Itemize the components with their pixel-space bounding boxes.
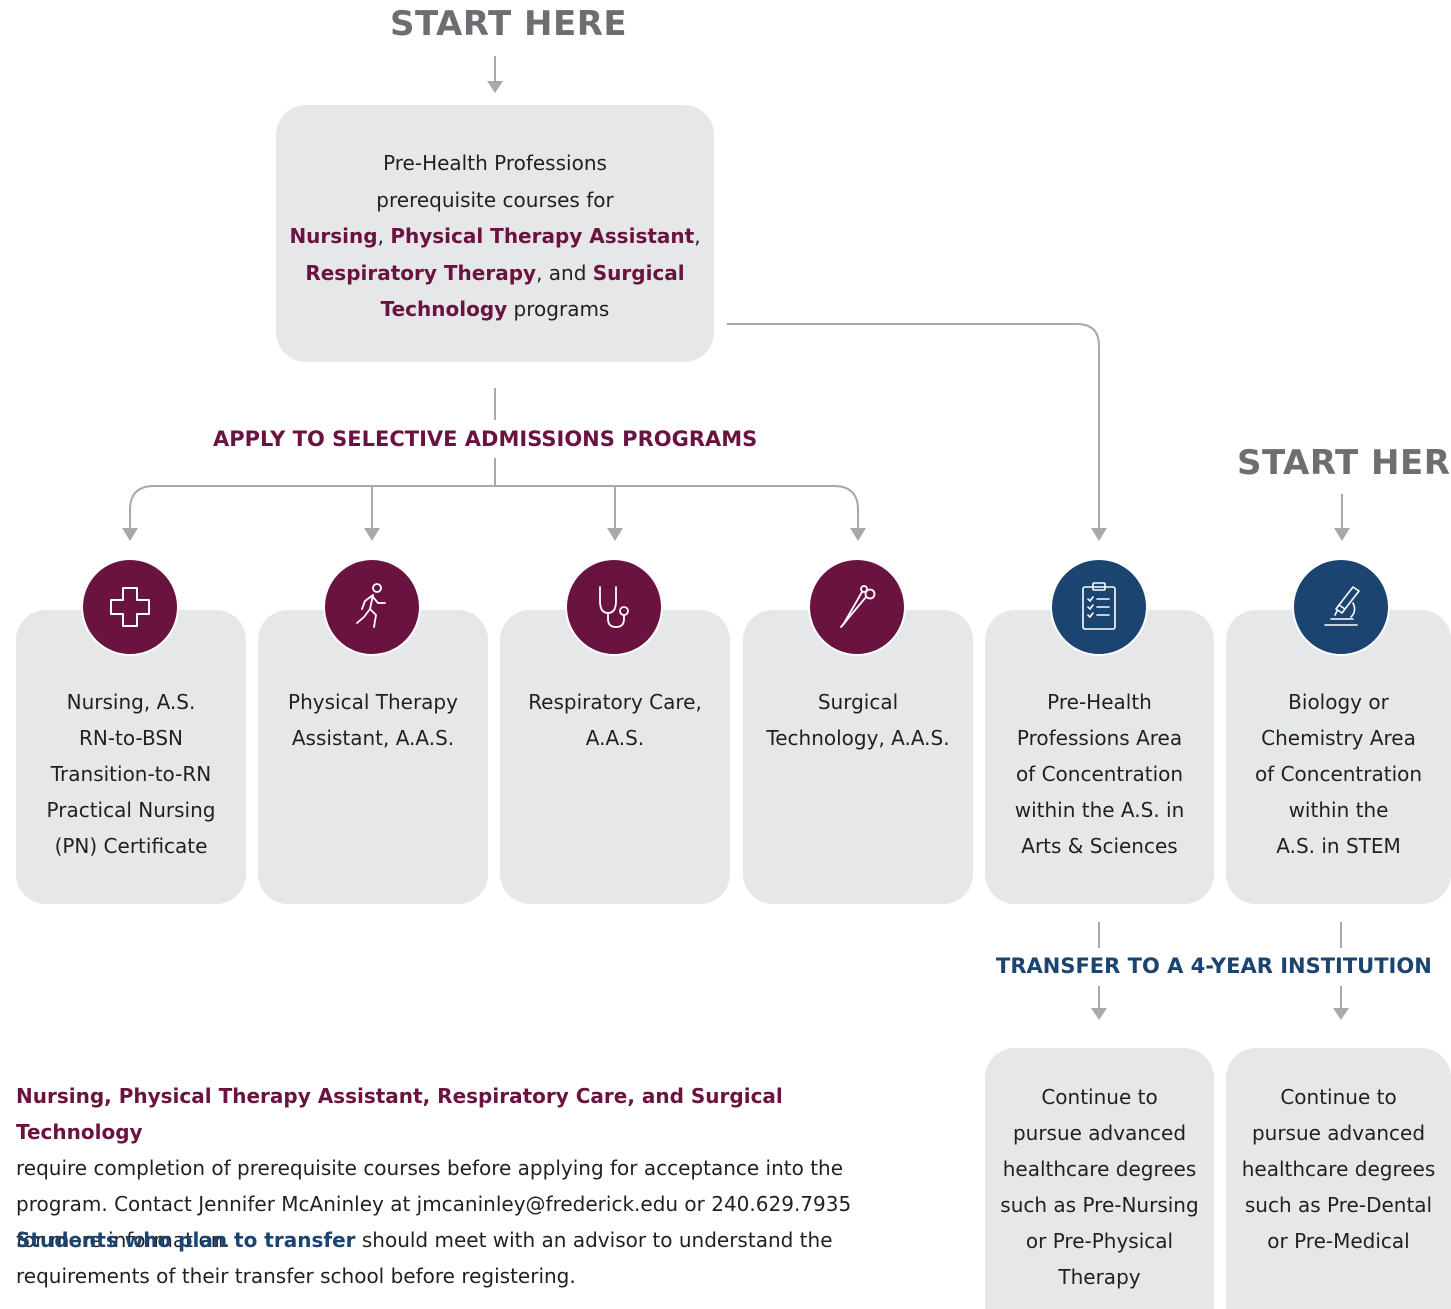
card-line: of Concentration xyxy=(1015,762,1184,786)
note-transfer-lead: Students who plan to transfer xyxy=(16,1228,356,1252)
prerequisite-programs: Nursing, Physical Therapy Assistant, Res… xyxy=(276,218,714,328)
program-nursing: Nursing xyxy=(289,224,378,248)
card-surgical-text: Surgical Technology, A.A.S. xyxy=(751,684,965,756)
card-respiratory: Respiratory Care, A.A.S. xyxy=(500,610,730,904)
card-line: Practical Nursing xyxy=(46,798,216,822)
arrowhead-transfer-left xyxy=(1091,1008,1107,1020)
card-line: of Concentration xyxy=(1254,762,1423,786)
outcome-line: healthcare degrees xyxy=(1002,1157,1197,1181)
apply-heading: APPLY TO SELECTIVE ADMISSIONS PROGRAMS xyxy=(211,427,760,451)
card-line: Chemistry Area xyxy=(1261,726,1416,750)
card-line: Surgical xyxy=(817,690,899,714)
card-prehealth-text: Pre-Health Professions Area of Concentra… xyxy=(993,684,1206,864)
card-line: A.S. in STEM xyxy=(1276,834,1401,858)
arrowhead-transfer-right xyxy=(1333,1008,1349,1020)
stethoscope-icon xyxy=(565,558,663,656)
card-line: (PN) Certificate xyxy=(54,834,208,858)
outcome-pre-nursing-text: Continue to pursue advanced healthcare d… xyxy=(991,1079,1208,1295)
running-person-icon xyxy=(323,558,421,656)
surgical-scissors-icon xyxy=(808,558,906,656)
outcome-line: Continue to xyxy=(1280,1085,1397,1109)
program-pta: Physical Therapy Assistant xyxy=(390,224,695,248)
program-respiratory: Respiratory Therapy xyxy=(305,260,537,285)
start-here-top: START HERE xyxy=(390,4,628,44)
arrowhead-surgical xyxy=(850,528,866,541)
clipboard-checklist-icon xyxy=(1050,558,1148,656)
arrowhead-top xyxy=(487,81,503,93)
outcome-line: pursue advanced xyxy=(1251,1121,1426,1145)
outcome-pre-dental-text: Continue to pursue advanced healthcare d… xyxy=(1232,1079,1445,1259)
card-stem-text: Biology or Chemistry Area of Concentrati… xyxy=(1234,684,1443,864)
card-line: Assistant, A.A.S. xyxy=(291,726,455,750)
outcome-line: or Pre-Medical xyxy=(1267,1229,1410,1253)
card-line: Nursing, A.S. xyxy=(66,690,196,714)
sep-1: , xyxy=(377,224,391,248)
outcome-pre-dental: Continue to pursue advanced healthcare d… xyxy=(1226,1048,1451,1309)
outcome-line: such as Pre-Nursing xyxy=(1000,1193,1199,1217)
outcome-line: such as Pre-Dental xyxy=(1244,1193,1433,1217)
outcome-line: Continue to xyxy=(1041,1085,1158,1109)
card-line: Physical Therapy xyxy=(288,690,458,714)
outcome-line: or Pre-Physical xyxy=(1025,1229,1174,1253)
outcome-line: pursue advanced xyxy=(1012,1121,1187,1145)
card-respiratory-text: Respiratory Care, A.A.S. xyxy=(508,684,722,756)
card-nursing: Nursing, A.S. RN-to-BSN Transition-to-RN… xyxy=(16,610,246,904)
card-prehealth: Pre-Health Professions Area of Concentra… xyxy=(985,610,1214,904)
arrowhead-stem xyxy=(1334,528,1350,541)
arrowhead-prehealth xyxy=(1091,528,1107,541)
note-prerequisites: Nursing, Physical Therapy Assistant, Res… xyxy=(16,1078,876,1258)
program-surgical: Surgical Technology xyxy=(380,260,685,322)
microscope-icon xyxy=(1292,558,1390,656)
note-prerequisites-lead: Nursing, Physical Therapy Assistant, Res… xyxy=(16,1084,783,1144)
prerequisite-line1: Pre-Health Professions xyxy=(383,151,607,175)
card-line: within the xyxy=(1288,798,1389,822)
card-line: Arts & Sciences xyxy=(1021,834,1178,858)
arrowhead-pta xyxy=(364,528,380,541)
card-line: A.A.S. xyxy=(585,726,645,750)
note-transfer-body: should meet with an advisor to understan… xyxy=(16,1228,833,1288)
prerequisite-box: Pre-Health Professions prerequisite cour… xyxy=(276,105,714,362)
prerequisite-line2: prerequisite courses for xyxy=(376,187,614,212)
outcome-line: healthcare degrees xyxy=(1241,1157,1436,1181)
apply-distribution-line xyxy=(129,485,859,528)
card-line: Respiratory Care, xyxy=(528,690,702,714)
card-nursing-text: Nursing, A.S. RN-to-BSN Transition-to-RN… xyxy=(24,684,238,864)
outcome-pre-nursing: Continue to pursue advanced healthcare d… xyxy=(985,1048,1214,1309)
card-line: Technology, A.A.S. xyxy=(766,726,950,750)
branch-to-prehealth xyxy=(727,323,1100,530)
card-line: Professions Area xyxy=(1016,726,1183,750)
outcome-line: Therapy xyxy=(1058,1265,1141,1289)
transfer-heading: TRANSFER TO A 4-YEAR INSTITUTION xyxy=(994,954,1434,978)
card-stem: Biology or Chemistry Area of Concentrati… xyxy=(1226,610,1451,904)
card-line: Transition-to-RN xyxy=(50,762,212,786)
card-pta-text: Physical Therapy Assistant, A.A.S. xyxy=(266,684,480,756)
programs-tail: programs xyxy=(507,297,610,321)
card-surgical: Surgical Technology, A.A.S. xyxy=(743,610,973,904)
card-line: within the A.S. in xyxy=(1014,798,1185,822)
card-line: Biology or xyxy=(1288,690,1389,714)
prerequisite-text: Pre-Health Professions prerequisite cour… xyxy=(276,145,714,328)
sep-3: , and xyxy=(536,260,593,285)
card-pta: Physical Therapy Assistant, A.A.S. xyxy=(258,610,488,904)
note-transfer: Students who plan to transfer should mee… xyxy=(16,1222,876,1294)
arrowhead-respiratory xyxy=(607,528,623,541)
sep-2: , xyxy=(694,224,701,248)
medical-cross-icon xyxy=(81,558,179,656)
arrowhead-nursing xyxy=(122,528,138,541)
start-here-right: START HERE xyxy=(1237,443,1451,483)
note-prerequisites-body: require completion of prerequisite cours… xyxy=(16,1156,852,1252)
card-line: RN-to-BSN xyxy=(78,726,184,750)
card-line: Pre-Health xyxy=(1047,690,1152,714)
